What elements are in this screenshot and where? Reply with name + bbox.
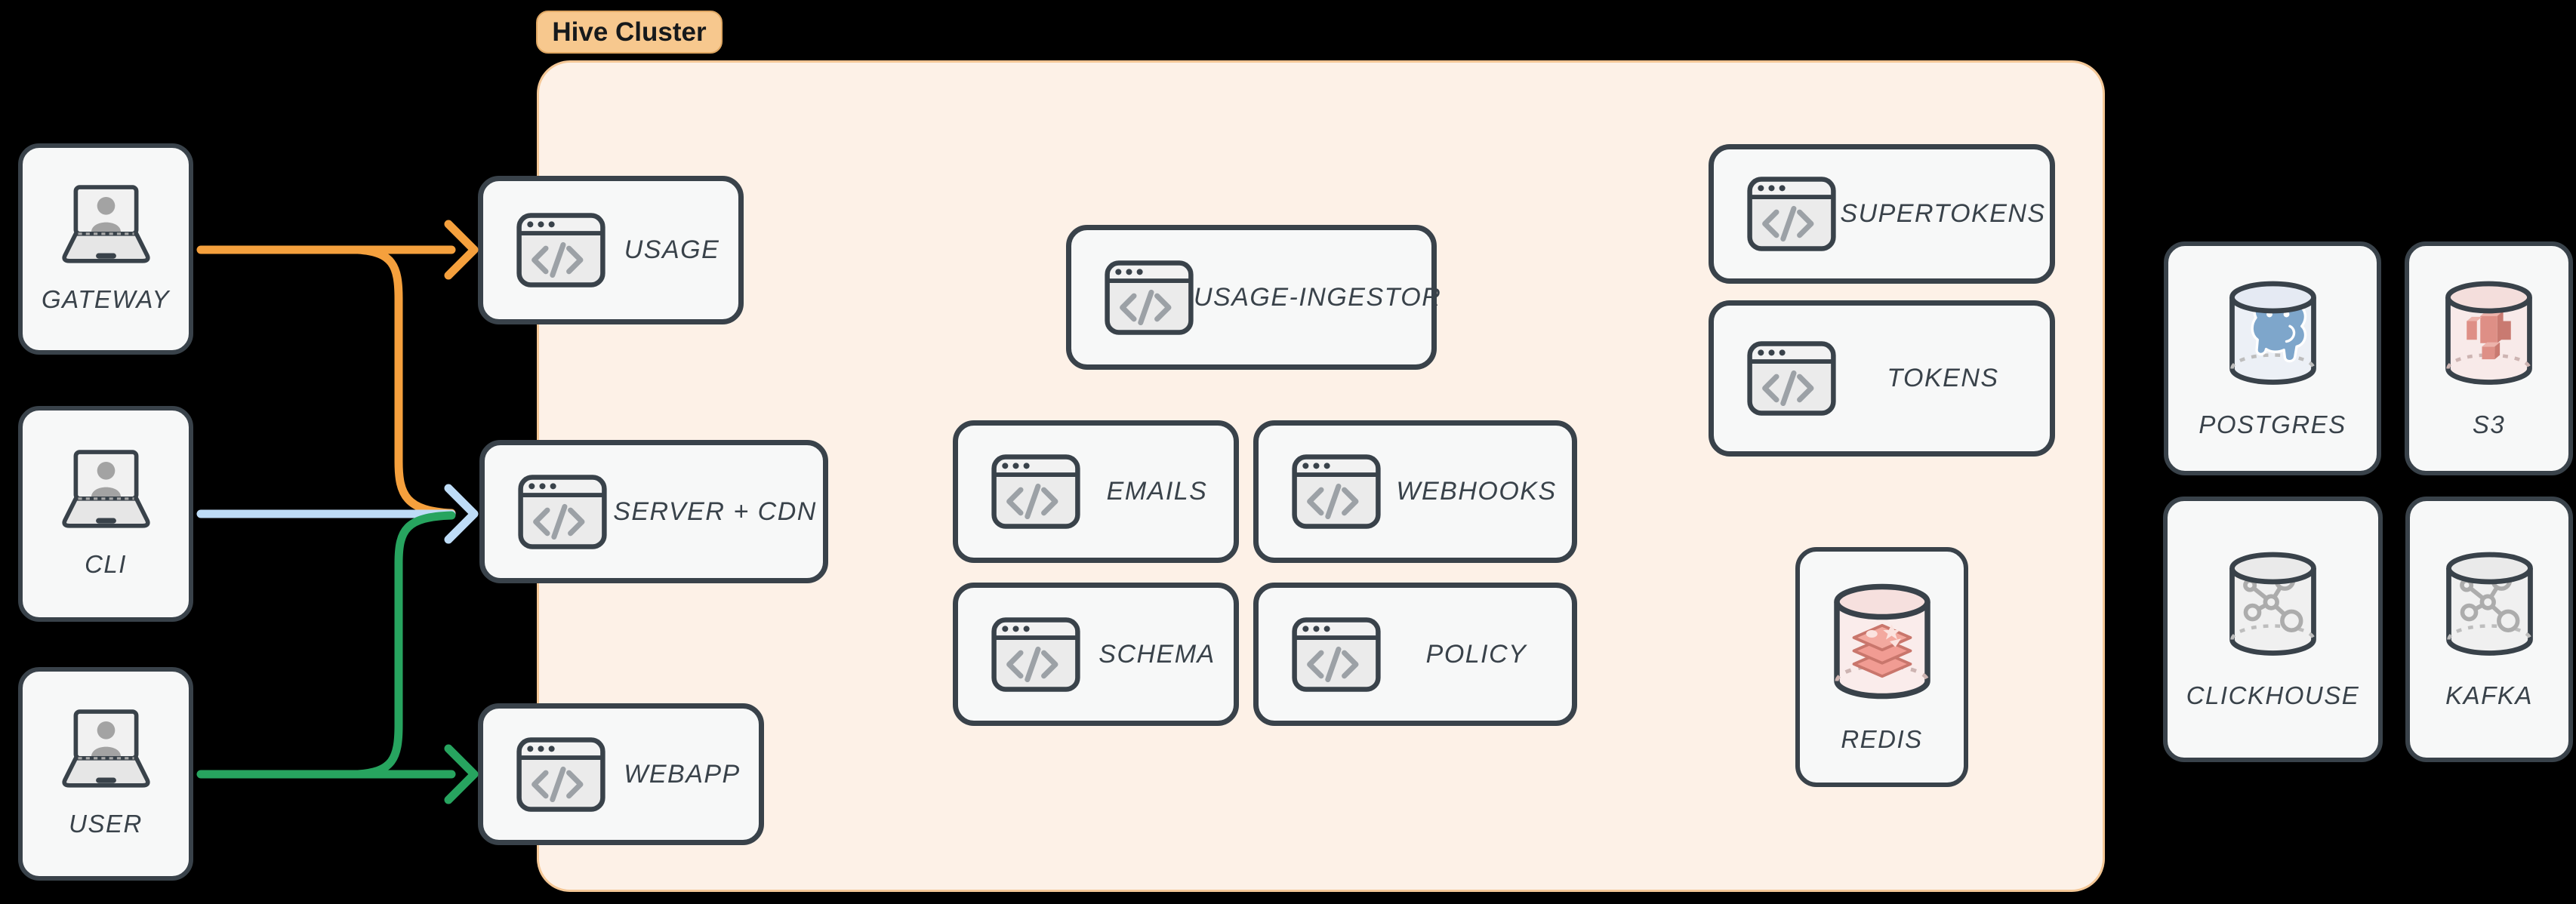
arrow-gateway-to-server-cdn bbox=[353, 245, 456, 518]
laptop-user-icon bbox=[48, 185, 165, 266]
network-database-icon bbox=[2439, 549, 2541, 662]
hive-cluster-badge-label: Hive Cluster bbox=[552, 17, 707, 47]
service-card-supertokens: SUPERTOKENS bbox=[1709, 144, 2055, 284]
datastore-card-postgres: POSTGRES bbox=[2164, 241, 2381, 475]
client-label: GATEWAY bbox=[41, 284, 171, 313]
arrow-user-to-server-cdn bbox=[353, 511, 456, 779]
code-window-icon bbox=[516, 737, 605, 812]
service-label: TOKENS bbox=[1887, 364, 1999, 392]
code-window-icon bbox=[1292, 454, 1381, 529]
datastore-card-s3: S3 bbox=[2405, 241, 2573, 475]
code-window-icon bbox=[516, 213, 605, 287]
client-card-cli: CLI bbox=[18, 406, 193, 622]
laptop-user-icon bbox=[48, 450, 165, 530]
network-database-icon bbox=[2222, 549, 2324, 662]
service-label: SCHEMA bbox=[1098, 639, 1216, 669]
service-label: SERVER + CDN bbox=[613, 497, 817, 526]
service-label: WEBHOOKS bbox=[1396, 477, 1557, 506]
code-window-icon bbox=[1292, 617, 1381, 692]
client-label: CLI bbox=[85, 549, 127, 578]
code-window-icon bbox=[991, 617, 1080, 692]
postgres-database-icon bbox=[2222, 278, 2324, 391]
code-window-icon bbox=[518, 475, 607, 549]
redis-database-icon bbox=[1826, 581, 1939, 706]
datastore-label: CLICKHOUSE bbox=[2186, 681, 2360, 709]
client-label: USER bbox=[69, 810, 143, 838]
code-window-icon bbox=[1747, 177, 1836, 251]
service-label: WEBAPP bbox=[624, 759, 741, 789]
service-card-usage: USAGE bbox=[478, 176, 744, 324]
service-label: USAGE-INGESTOR bbox=[1194, 282, 1442, 312]
service-label: SUPERTOKENS bbox=[1840, 199, 2046, 228]
service-label: EMAILS bbox=[1106, 477, 1208, 506]
service-label: POLICY bbox=[1425, 639, 1527, 669]
service-card-tokens: TOKENS bbox=[1709, 300, 2055, 457]
service-card-usage-ingestor: USAGE-INGESTOR bbox=[1066, 225, 1441, 370]
datastore-card-clickhouse: CLICKHOUSE bbox=[2163, 497, 2383, 762]
service-card-webhooks: WEBHOOKS bbox=[1253, 420, 1577, 563]
client-card-gateway: GATEWAY bbox=[18, 143, 193, 355]
datastore-label: S3 bbox=[2472, 410, 2506, 438]
laptop-user-icon bbox=[48, 709, 165, 790]
service-card-schema: SCHEMA bbox=[953, 583, 1239, 726]
code-window-icon bbox=[991, 454, 1080, 529]
datastore-card-kafka: KAFKA bbox=[2405, 497, 2573, 762]
arrowhead-gateway-to-usage bbox=[444, 220, 479, 280]
code-window-icon bbox=[1105, 260, 1194, 335]
service-card-redis: REDIS bbox=[1795, 547, 1968, 787]
service-card-server-cdn: SERVER + CDN bbox=[479, 440, 828, 583]
service-label: USAGE bbox=[624, 235, 720, 264]
service-card-policy: POLICY bbox=[1253, 583, 1577, 726]
service-card-webapp: WEBAPP bbox=[478, 703, 764, 845]
hive-cluster-badge: Hive Cluster bbox=[536, 11, 723, 54]
datastore-label: KAFKA bbox=[2445, 681, 2533, 709]
client-card-user: USER bbox=[18, 667, 193, 881]
service-card-emails: EMAILS bbox=[953, 420, 1239, 563]
arrowhead-cli-to-server-cdn bbox=[444, 484, 479, 544]
arrowhead-user-to-webapp bbox=[444, 744, 479, 804]
service-label: REDIS bbox=[1841, 724, 1923, 753]
code-window-icon bbox=[1747, 341, 1836, 416]
datastore-label: POSTGRES bbox=[2199, 410, 2346, 438]
s3-database-icon bbox=[2438, 278, 2540, 391]
